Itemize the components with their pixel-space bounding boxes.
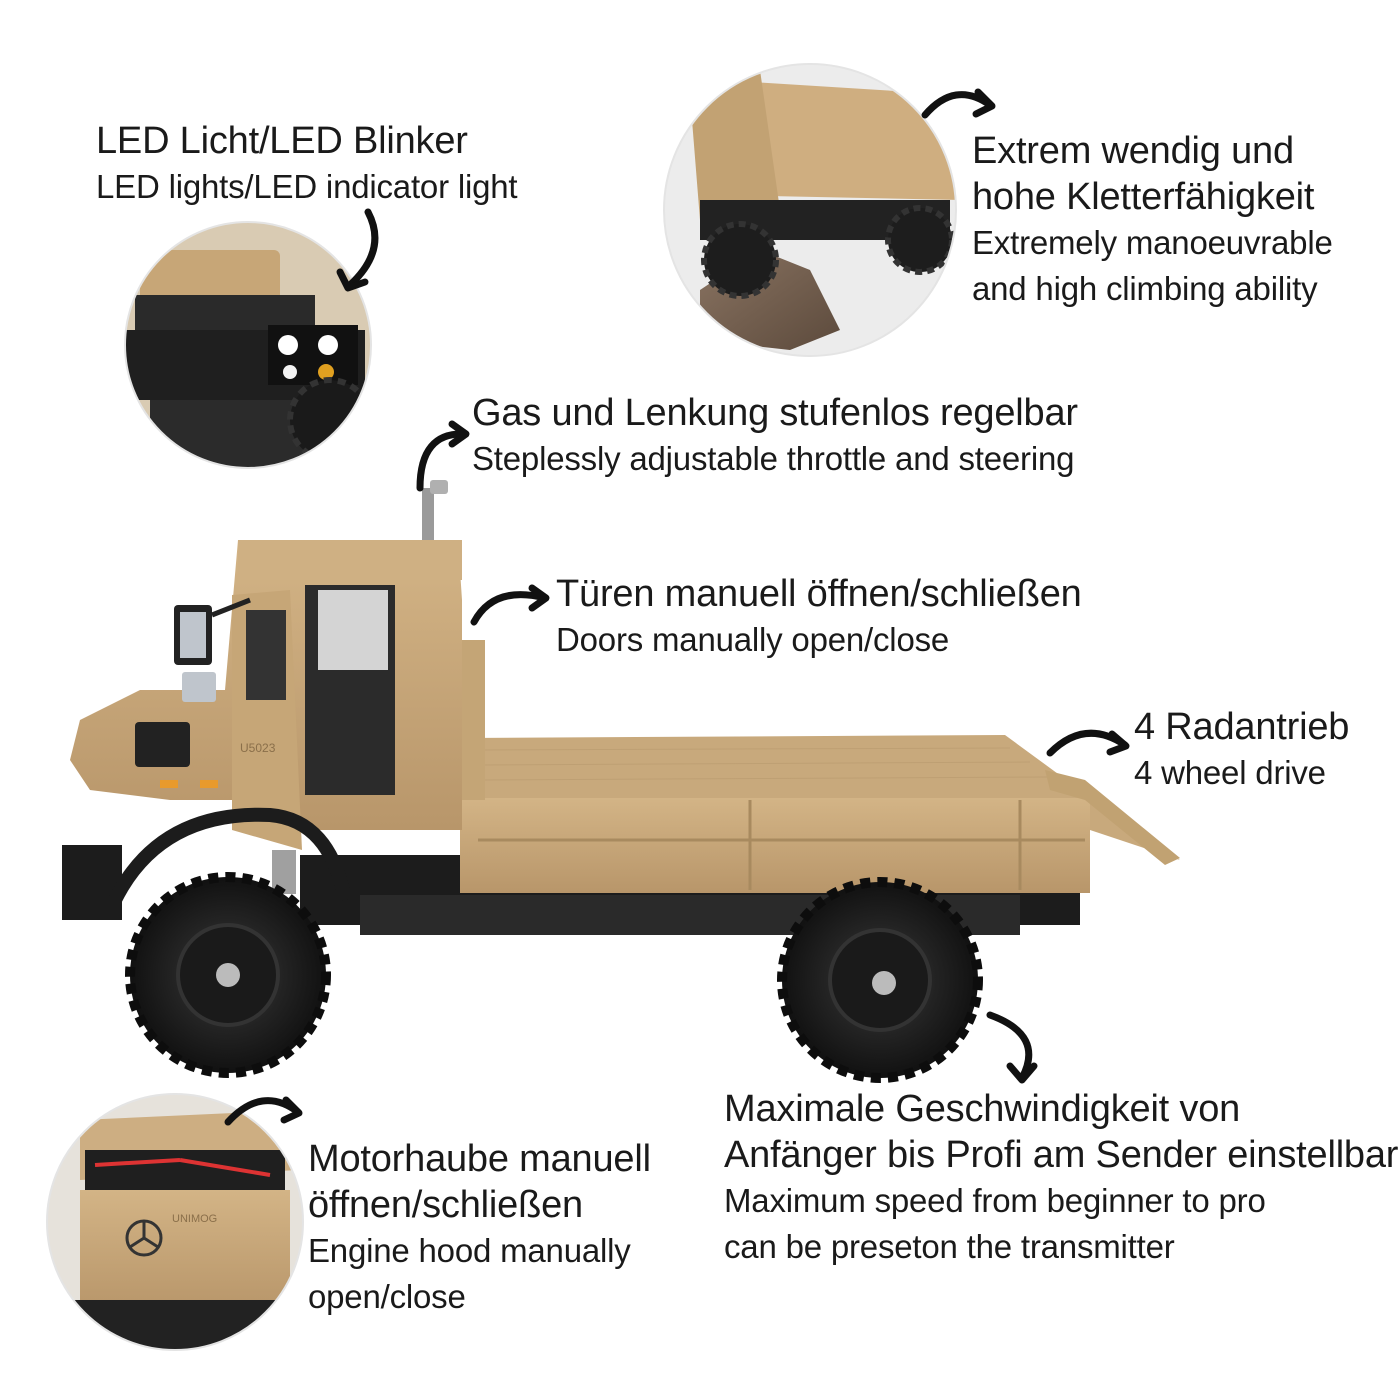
- hood-detail-image: UNIMOG: [46, 1093, 304, 1351]
- callout-led-de: LED Licht/LED Blinker: [96, 120, 468, 162]
- callout-climb-en-1: Extremely manoeuvrable: [972, 224, 1333, 261]
- callout-climb-de-2: hohe Kletterfähigkeit: [972, 176, 1315, 218]
- callout-speed-en-1: Maximum speed from beginner to pro: [724, 1182, 1266, 1219]
- callout-doors: Türen manuell öffnen/schließen Doors man…: [556, 571, 1082, 663]
- callout-hood-de-1: Motorhaube manuell: [308, 1138, 651, 1180]
- tailgate: [1045, 770, 1180, 865]
- callout-hood-de-2: öffnen/schließen: [308, 1184, 583, 1226]
- callout-drive-en: 4 wheel drive: [1134, 754, 1326, 791]
- front-wheel: [125, 872, 331, 1078]
- callout-climb-en-2: and high climbing ability: [972, 270, 1318, 307]
- callout-hood-en-1: Engine hood manually: [308, 1232, 631, 1269]
- callout-climb-de-1: Extrem wendig und: [972, 130, 1294, 172]
- exhaust-pipe: [422, 488, 434, 550]
- callout-hood-en-2: open/close: [308, 1278, 466, 1315]
- arrow-speed: [986, 1011, 1038, 1084]
- led-detail-image: [124, 221, 372, 469]
- arrow-hood: [224, 1096, 303, 1126]
- door-badge: U5023: [240, 741, 276, 755]
- callout-speed-de-2: Anfänger bis Profi am Sender einstellbar: [724, 1134, 1399, 1176]
- callout-throttle-en: Steplessly adjustable throttle and steer…: [472, 440, 1075, 477]
- callout-drive: 4 Radantrieb 4 wheel drive: [1134, 704, 1349, 796]
- truck-bed: [462, 735, 1180, 860]
- callout-climb: Extrem wendig und hohe Kletterfähigkeit …: [972, 128, 1333, 312]
- callout-throttle: Gas und Lenkung stufenlos regelbar Stepl…: [472, 390, 1078, 482]
- callout-led: LED Licht/LED Blinker LED lights/LED ind…: [96, 118, 518, 210]
- hood-badge: UNIMOG: [172, 1213, 217, 1225]
- bed-side-panel: [460, 798, 1090, 893]
- front-grille: [135, 722, 190, 767]
- arrow-climb: [921, 88, 996, 119]
- callout-speed-de-1: Maximale Geschwindigkeit von: [724, 1088, 1241, 1130]
- callout-hood: Motorhaube manuell öffnen/schließen Engi…: [308, 1136, 651, 1320]
- callout-speed-en-2: can be preseton the transmitter: [724, 1228, 1175, 1265]
- rear-wheel: [777, 877, 983, 1083]
- callout-doors-de: Türen manuell öffnen/schließen: [556, 573, 1082, 615]
- arrow-throttle: [416, 420, 470, 492]
- indicator-light: [160, 780, 178, 788]
- front-fender: [108, 807, 352, 904]
- callout-doors-en: Doors manually open/close: [556, 621, 950, 658]
- front-bumper: [62, 845, 122, 920]
- truck-main-image: U5023: [62, 480, 1180, 1083]
- callout-led-en: LED lights/LED indicator light: [96, 168, 518, 205]
- arrow-doors: [470, 584, 550, 626]
- callout-drive-de: 4 Radantrieb: [1134, 706, 1350, 748]
- arrow-drive: [1046, 729, 1130, 757]
- arrow-led: [336, 208, 379, 292]
- climb-detail-image: [663, 63, 957, 357]
- callout-speed: Maximale Geschwindigkeit von Anfänger bi…: [724, 1086, 1398, 1270]
- callout-throttle-de: Gas und Lenkung stufenlos regelbar: [472, 392, 1078, 434]
